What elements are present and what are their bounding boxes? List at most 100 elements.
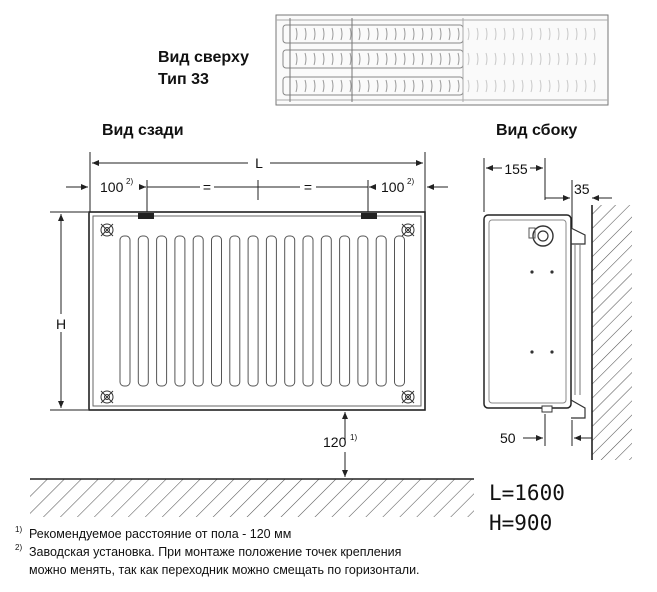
radiator-channel: [394, 235, 405, 387]
convector-fin: [313, 27, 316, 41]
convector-fin: [530, 79, 533, 93]
convector-fin: [376, 27, 379, 41]
convector-fin: [430, 52, 433, 66]
footnote-1-text: Рекомендуемое расстояние от пола - 120 м…: [29, 527, 291, 541]
convector-fin: [512, 79, 515, 93]
convector-fin: [530, 27, 533, 41]
convector-fin: [340, 52, 343, 66]
convector-fin: [385, 79, 388, 93]
convector-fin: [295, 27, 298, 41]
convector-fin: [322, 52, 325, 66]
convector-fin: [485, 79, 488, 93]
convector-fin: [304, 52, 307, 66]
convector-fin: [530, 52, 533, 66]
length-symbol: L: [255, 155, 263, 171]
convector-fin: [448, 52, 451, 66]
rear-view-label: Вид сзади: [102, 122, 184, 139]
convector-fin: [566, 27, 569, 41]
offset-right-value: 100: [381, 179, 405, 195]
convector-fin: [421, 79, 424, 93]
convector-fin: [539, 52, 542, 66]
equal-sign-right: =: [304, 179, 312, 195]
convector-fin: [566, 79, 569, 93]
footnote-2-marker: 2): [15, 543, 22, 552]
convector-fin: [494, 52, 497, 66]
height-spec: H=900: [489, 511, 552, 535]
convector-fin: [476, 52, 479, 66]
convector-fin: [476, 27, 479, 41]
convector-fin: [421, 27, 424, 41]
convector-fin: [313, 79, 316, 93]
convector-fin: [340, 27, 343, 41]
wall-gap-value: 35: [574, 181, 590, 197]
height-symbol: H: [56, 316, 66, 332]
bottom-offset-value: 50: [500, 430, 516, 446]
convector-fin: [385, 52, 388, 66]
convector-fin: [503, 27, 506, 41]
convector-fin: [367, 27, 370, 41]
convector-fin: [448, 79, 451, 93]
convector-fin: [548, 79, 551, 93]
convector-fin: [412, 27, 415, 41]
convector-fin: [349, 52, 352, 66]
radiator-channel: [174, 235, 186, 387]
radiator-channel: [357, 235, 369, 387]
convector-fin: [394, 52, 397, 66]
convector-fin: [295, 79, 298, 93]
convector-fin: [430, 27, 433, 41]
convector-fin: [376, 52, 379, 66]
radiator-channel: [137, 235, 149, 387]
offset-left-value: 100: [100, 179, 124, 195]
top-view-drawing: [275, 14, 609, 106]
convector-fin: [376, 79, 379, 93]
convector-fin: [367, 79, 370, 93]
height-dimension: [50, 211, 88, 411]
convector-fin: [575, 52, 578, 66]
offset-right-footnote: 2): [407, 177, 414, 186]
radiator-channel: [302, 235, 314, 387]
convector-fin: [412, 52, 415, 66]
convector-fin: [358, 27, 361, 41]
convector-fin: [412, 79, 415, 93]
radiator-channel: [192, 235, 204, 387]
convector-fin: [295, 52, 298, 66]
convector-fin: [575, 27, 578, 41]
wall-gap-dimension: [545, 180, 612, 228]
convector-fin: [430, 79, 433, 93]
convector-fin: [439, 27, 442, 41]
convector-fin: [503, 79, 506, 93]
convector-fin: [521, 27, 524, 41]
convector-fin: [340, 79, 343, 93]
radiator-channel: [247, 235, 259, 387]
convector-fin: [593, 52, 596, 66]
convector-fin: [313, 52, 316, 66]
footnote-2-continuation: можно менять, так как переходник можно с…: [29, 563, 420, 577]
footnote-1-marker: 1): [15, 525, 22, 534]
floor-gap-value: 120: [323, 434, 347, 450]
convector-fin: [421, 52, 424, 66]
convector-fin: [512, 27, 515, 41]
convector-fin: [467, 52, 470, 66]
radiator-channel: [265, 235, 277, 387]
convector-fin: [322, 79, 325, 93]
convector-fin: [548, 52, 551, 66]
offset-left-footnote: 2): [126, 177, 133, 186]
convector-fin: [394, 79, 397, 93]
type-label: Тип 33: [158, 71, 209, 88]
convector-fin: [566, 52, 569, 66]
convector-fin: [575, 79, 578, 93]
convector-fin: [331, 27, 334, 41]
radiator-channel: [284, 235, 296, 387]
radiator-channel: [320, 235, 332, 387]
convector-fin: [304, 27, 307, 41]
convector-fin: [593, 79, 596, 93]
convector-fin: [448, 27, 451, 41]
convector-fin: [457, 79, 460, 93]
convector-fin: [467, 79, 470, 93]
convector-fin: [367, 52, 370, 66]
convector-fin: [322, 27, 325, 41]
convector-fin: [557, 52, 560, 66]
depth-value: 155: [504, 161, 528, 177]
convector-fin: [385, 27, 388, 41]
convector-fin: [349, 79, 352, 93]
